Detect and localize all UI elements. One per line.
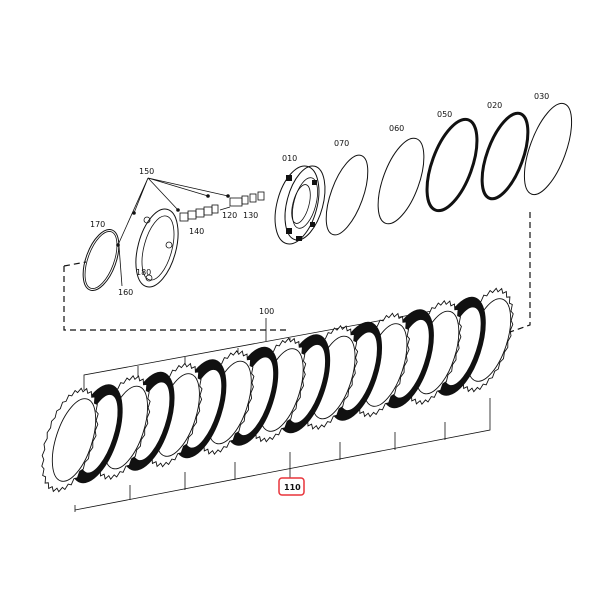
ring-050[interactable]: [417, 113, 487, 217]
label-120[interactable]: 120: [222, 211, 237, 220]
label-010[interactable]: 010: [282, 154, 297, 163]
label-140[interactable]: 140: [189, 227, 204, 236]
spring-plate-180[interactable]: [128, 204, 185, 291]
highlight-box-110: [278, 477, 305, 496]
ring-030[interactable]: [515, 98, 582, 201]
steel-plate-bore: [51, 398, 97, 482]
snap-ring-170[interactable]: [76, 225, 126, 295]
label-060[interactable]: 060: [389, 124, 404, 133]
ring-020[interactable]: [473, 108, 538, 205]
springs-140[interactable]: [179, 191, 265, 222]
label-160[interactable]: 160: [118, 288, 133, 297]
label-100[interactable]: 100: [259, 307, 274, 316]
piston-010[interactable]: [267, 161, 332, 249]
leader-lines-150: [117, 177, 229, 246]
label-050[interactable]: 050: [437, 110, 452, 119]
label-030[interactable]: 030: [534, 92, 549, 101]
label-180[interactable]: 180: [136, 268, 151, 277]
label-020[interactable]: 020: [487, 101, 502, 110]
ring-070[interactable]: [318, 150, 377, 240]
label-150[interactable]: 150: [139, 167, 154, 176]
label-110[interactable]: 110: [284, 483, 301, 492]
label-170[interactable]: 170: [90, 220, 105, 229]
steel-plate[interactable]: [41, 387, 99, 493]
label-070[interactable]: 070: [334, 139, 349, 148]
assembly-dashed-line: [63, 212, 531, 333]
label-130[interactable]: 130: [243, 211, 258, 220]
clutch-discs-group[interactable]: [41, 287, 520, 493]
bracket-110: [74, 398, 491, 512]
ring-060[interactable]: [369, 133, 434, 230]
